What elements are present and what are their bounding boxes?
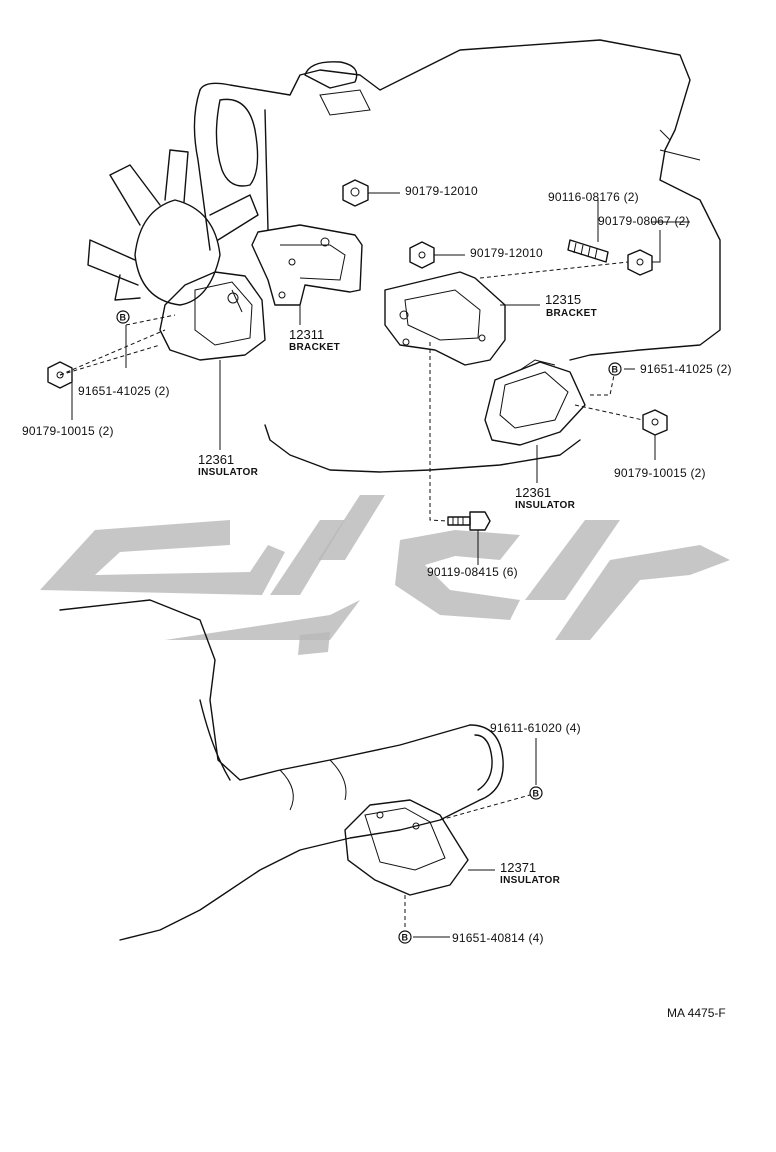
svg-text:B: B — [533, 789, 540, 799]
label-insulator-left-num: 12361 — [198, 452, 235, 467]
label-bolt-left: 91651-41025 (2) — [78, 384, 170, 398]
nut-upper-shape — [342, 179, 369, 207]
callout-b-rear-upper: B — [529, 786, 543, 800]
nut-stud-shape — [627, 249, 653, 276]
label-bolt-rear-upper: 91611-61020 (4) — [490, 721, 581, 735]
label-bracket-right-num: 12315 — [545, 292, 582, 307]
diagram-reference-code: MA 4475-F — [667, 1006, 726, 1020]
label-insulator-right-name: INSULATOR — [515, 500, 576, 511]
label-nut-right: 90179-10015 (2) — [614, 466, 706, 480]
bolt-bottom-mid-shape — [447, 511, 491, 531]
bracket-right-shape — [384, 271, 506, 366]
label-nut-mid: 90179-12010 — [470, 246, 543, 260]
label-nut-stud: 90179-08067 (2) — [598, 214, 690, 228]
label-bolt-rear-lower: 91651-40814 (4) — [452, 931, 544, 945]
svg-text:B: B — [120, 313, 127, 323]
label-insulator-rear-name: INSULATOR — [500, 875, 561, 886]
cooling-fan — [87, 149, 259, 306]
label-nut-upper: 90179-12010 — [405, 184, 478, 198]
label-bolt-bottom-mid: 90119-08415 (6) — [427, 565, 518, 579]
transmission-case — [59, 599, 504, 941]
label-bolt-right: 91651-41025 (2) — [640, 362, 732, 376]
engine-block — [193, 39, 721, 473]
label-insulator-rear-num: 12371 — [500, 860, 537, 875]
insulator-left-shape — [159, 271, 266, 361]
label-stud-bolt: 90116-08176 (2) — [548, 190, 639, 204]
callout-b-left: B — [116, 310, 130, 324]
svg-text:B: B — [402, 933, 409, 943]
svg-text:B: B — [612, 365, 619, 375]
nut-mid-shape — [409, 241, 435, 269]
dashed-alignment-lines — [59, 261, 644, 930]
label-bracket-left-num: 12311 — [289, 327, 325, 342]
insulator-right-shape — [484, 359, 586, 446]
leader-lines — [71, 192, 690, 938]
callout-b-rear-lower: B — [398, 930, 412, 944]
label-insulator-left-name: INSULATOR — [198, 467, 259, 478]
bracket-left-shape — [251, 224, 363, 306]
insulator-rear-shape — [344, 799, 469, 896]
nut-right-shape — [642, 409, 668, 436]
callout-b-right: B — [608, 362, 622, 376]
label-bracket-left-name: BRACKET — [289, 342, 340, 353]
label-bracket-right-name: BRACKET — [546, 308, 597, 319]
label-insulator-right-num: 12361 — [515, 485, 552, 500]
watermark-logo — [40, 495, 730, 655]
stud-bolt-shape — [567, 239, 609, 263]
label-nut-left: 90179-10015 (2) — [22, 424, 114, 438]
